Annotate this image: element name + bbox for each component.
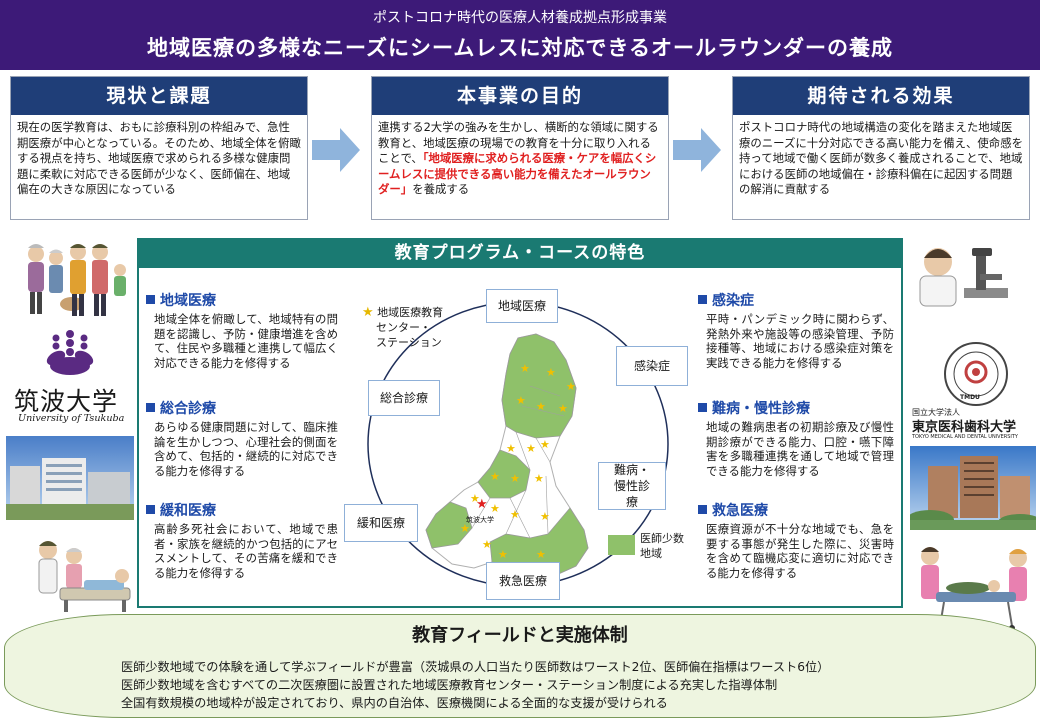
family-illustration-icon <box>22 240 132 318</box>
box-text-after: を養成する <box>412 182 470 197</box>
field-title: 教育フィールドと実施体制 <box>412 625 628 646</box>
section-chiiki: 地域医療 地域全体を俯瞰して、地域特有の問題を認識し、予防・健康増進を含めて、住… <box>146 290 338 370</box>
svg-text:★: ★ <box>490 470 500 483</box>
page-title: 地域医療の多様なニーズにシームレスに対応できるオールラウンダーの養成 <box>147 36 893 60</box>
section-bullet-icon <box>698 505 707 514</box>
section-text: 地域の難病患者の初期診療及び慢性期診療ができる能力、口腔・嚥下障害を多職種連携を… <box>706 420 894 478</box>
page-header: ポストコロナ時代の医療人材養成拠点形成事業 地域医療の多様なニーズにシームレスに… <box>0 0 1040 70</box>
section-kanwa: 緩和医療 高齢多死社会において、地域で患者・家族を継続的かつ包括的にアセスメント… <box>146 500 338 580</box>
right-arrow-icon <box>312 128 360 172</box>
svg-text:★: ★ <box>536 548 546 561</box>
box-title: 現状と課題 <box>11 77 307 115</box>
section-bullet-icon <box>698 295 707 304</box>
svg-text:★: ★ <box>558 402 568 415</box>
section-bullet-icon <box>146 295 155 304</box>
section-text: 医療資源が不十分な地域でも、急を要する事態が発生した際に、災害時を含めて臨機応変… <box>706 522 894 580</box>
section-bullet-icon <box>698 403 707 412</box>
svg-text:★: ★ <box>516 394 526 407</box>
section-title: 感染症 <box>712 293 754 309</box>
tsukuba-campus-photo <box>6 436 134 520</box>
ibaraki-map-diagram: ★★★ ★★★ ★★★ ★★★ ★★★ ★★★ ★★ ★ <box>367 301 669 587</box>
section-title: 緩和医療 <box>160 503 216 519</box>
svg-text:★: ★ <box>470 492 480 505</box>
svg-text:★: ★ <box>534 472 544 485</box>
svg-text:★: ★ <box>460 522 470 535</box>
box-text-before: 連携する2大学の強みを生かし、横断的な領域に関する教育と、地域医療の現場での教育… <box>378 120 659 166</box>
map-university-label: 筑波大学 <box>466 516 494 524</box>
section-sogo: 総合診療 あらゆる健康問題に対して、臨床推論を生かしつつ、心理社会的側面を含めて… <box>146 398 338 478</box>
field-line: 全国有数規模の地域枠が設定されており、県内の自治体、医療機関による全面的な支援が… <box>121 696 668 710</box>
program-title: 教育プログラム・コースの特色 <box>137 238 903 268</box>
svg-text:★: ★ <box>498 548 508 561</box>
section-title: 総合診療 <box>160 401 216 417</box>
node-kansen: 感染症 <box>616 346 688 386</box>
svg-text:★: ★ <box>506 442 516 455</box>
svg-text:★: ★ <box>566 380 576 393</box>
box-purpose: 本事業の目的 連携する2大学の強みを生かし、横断的な領域に関する教育と、地域医療… <box>371 76 669 220</box>
field-line: 医師少数地域での体験を通して学ぶフィールドが豊富（茨城県の人口当たり医師数はワー… <box>121 660 830 674</box>
box-text-highlight: 「地域医療に求められる医療・ケアを幅広くシームレスに提供できる高い能力を備えたオ… <box>378 151 657 197</box>
legend-area-line2: 地域 <box>640 547 662 560</box>
svg-text:★: ★ <box>546 366 556 379</box>
svg-text:★: ★ <box>540 510 550 523</box>
green-swatch-icon <box>608 535 635 555</box>
svg-text:★: ★ <box>526 442 536 455</box>
tmdu-campus-photo <box>910 446 1036 530</box>
tsukuba-logo-jp: 筑波大学 <box>14 387 119 416</box>
svg-text:★: ★ <box>482 538 492 551</box>
legend-star-line2: センター・ <box>376 321 431 334</box>
section-title: 地域医療 <box>160 293 216 309</box>
node-kanwa: 緩和医療 <box>344 504 418 542</box>
box-expected-effects: 期待される効果 ポストコロナ時代の地域構造の変化を踏まえた地域医療のニーズに十分… <box>732 76 1030 220</box>
legend-star: ★ 地域医療教育 センター・ ステーション <box>362 305 443 350</box>
svg-text:★: ★ <box>540 438 550 451</box>
tmdu-seal-icon <box>944 342 1008 406</box>
svg-text:★: ★ <box>536 400 546 413</box>
tmdu-small-label: 国立大学法人 <box>912 408 960 417</box>
ibaraki-map-shape <box>425 333 589 577</box>
svg-text:★: ★ <box>490 502 500 515</box>
field-line: 医師少数地域を含むすべての二次医療圏に設置された地域医療教育センター・ステーショ… <box>121 678 778 692</box>
section-nanbyo: 難病・慢性診療 地域の難病患者の初期診療及び慢性期診療ができる能力、口腔・嚥下障… <box>698 398 894 478</box>
section-text: 地域全体を俯瞰して、地域特有の問題を認識し、予防・健康増進を含めて、住民や多職種… <box>154 312 338 370</box>
legend-star-line3: ステーション <box>376 336 442 349</box>
tmdu-logo-jp: 東京医科歯科大学 <box>912 420 1017 435</box>
node-nanbyo: 難病・慢性診療 <box>598 462 666 510</box>
svg-text:★: ★ <box>520 362 530 375</box>
box-title: 期待される効果 <box>733 77 1029 115</box>
section-title: 救急医療 <box>712 503 768 519</box>
tmdu-seal-text: TMDU <box>960 394 980 401</box>
page-subtitle: ポストコロナ時代の医療人材養成拠点形成事業 <box>373 10 667 26</box>
section-kansen: 感染症 平時・パンデミック時に関わらず、発熱外来や施設等の感染管理、予防接種等、… <box>698 290 894 370</box>
section-title: 難病・慢性診療 <box>712 401 810 417</box>
section-bullet-icon <box>146 505 155 514</box>
box-title: 本事業の目的 <box>372 77 668 115</box>
home-care-illustration-icon <box>30 536 134 616</box>
svg-text:★: ★ <box>476 497 488 512</box>
box-text: 現在の医学教育は、おもに診療科別の枠組みで、急性期医療が中心となっている。そのた… <box>17 120 301 197</box>
section-kyukyu: 救急医療 医療資源が不十分な地域でも、急を要する事態が発生した際に、災害時を含め… <box>698 500 894 580</box>
section-text: あらゆる健康問題に対して、臨床推論を生かしつつ、心理社会的側面を含めて、包括的・… <box>154 420 338 478</box>
legend-area-line1: 医師少数 <box>640 532 684 545</box>
node-kyukyu: 救急医療 <box>486 562 560 600</box>
tmdu-logo-en: TOKYO MEDICAL AND DENTAL UNIVERSITY <box>912 434 1018 440</box>
section-text: 高齢多死社会において、地域で患者・家族を継続的かつ包括的にアセスメントして、その… <box>154 522 338 580</box>
svg-text:★: ★ <box>510 508 520 521</box>
paulownia-crest-icon <box>46 330 94 375</box>
box-text: ポストコロナ時代の地域構造の変化を踏まえた地域医療のニーズに十分対応できる高い能… <box>739 120 1023 197</box>
box-current-issues: 現状と課題 現在の医学教育は、おもに診療科別の枠組みで、急性期医療が中心となって… <box>10 76 308 220</box>
right-arrow-icon <box>673 128 721 172</box>
field-panel: 教育フィールドと実施体制 医師少数地域での体験を通して学ぶフィールドが豊富（茨城… <box>4 614 1036 718</box>
node-chiiki: 地域医療 <box>486 289 558 323</box>
node-sogo: 総合診療 <box>368 380 440 416</box>
section-text: 平時・パンデミック時に関わらず、発熱外来や施設等の感染管理、予防接種等、地域にお… <box>706 312 894 370</box>
tsukuba-logo-en: University of Tsukuba <box>18 413 125 424</box>
box-text: 連携する2大学の強みを生かし、横断的な領域に関する教育と、地域医療の現場での教育… <box>372 115 668 203</box>
section-bullet-icon <box>146 403 155 412</box>
star-icon: ★ <box>362 305 374 320</box>
legend-star-line1: 地域医療教育 <box>377 306 444 319</box>
program-frame <box>137 268 903 608</box>
microscope-illustration-icon <box>908 238 1012 314</box>
svg-text:★: ★ <box>510 472 520 485</box>
